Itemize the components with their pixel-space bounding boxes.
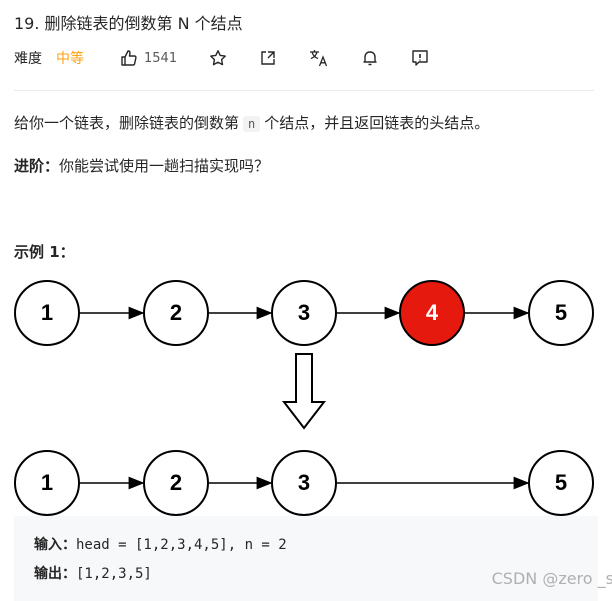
down-arrow-icon [281,353,327,430]
problem-toolbar: 难度 中等 1541 [14,44,598,72]
node-value: 4 [426,300,439,325]
like-count: 1541 [144,50,178,66]
description-text-after: 个结点，并且返回链表的头结点。 [264,114,490,132]
star-icon[interactable] [209,46,227,70]
node-value: 1 [41,470,53,495]
input-line: 输入：head = [1,2,3,4,5], n = 2 [34,534,287,554]
advance-label: 进阶： [14,157,60,175]
node-value: 2 [170,300,182,325]
bell-icon[interactable] [361,46,379,70]
node-value: 5 [555,470,567,495]
inline-code-n: n [243,116,261,132]
feedback-icon[interactable] [411,46,429,70]
bottom-list: 1 2 3 5 [14,450,594,516]
divider [14,90,594,91]
problem-title: 19. 删除链表的倒数第 N 个结点 [14,14,243,33]
node-value: 2 [170,470,182,495]
input-value: head = [1,2,3,4,5], n = 2 [76,537,287,553]
thumbs-up-icon [120,46,138,70]
node-value: 5 [555,300,567,325]
difficulty-label: 难度 [14,51,42,67]
output-line: 输出：[1,2,3,5] [34,563,152,583]
output-label: 输出： [34,566,76,582]
difficulty-value: 中等 [56,51,84,67]
list-node [528,450,594,516]
description-text-before: 给你一个链表，删除链表的倒数第 [14,114,240,132]
advance-note: 进阶：你能尝试使用一趟扫描实现吗？ [14,155,269,177]
list-node [528,280,594,346]
example-title: 示例 1： [14,243,75,261]
node-value: 3 [298,470,310,495]
linked-list-diagram: 1 2 3 4 5 1 2 3 5 [14,280,594,516]
node-value: 3 [298,300,310,325]
output-value: [1,2,3,5] [76,566,152,582]
like-button[interactable]: 1541 [120,46,177,70]
example-io-box: 输入：head = [1,2,3,4,5], n = 2 输出：[1,2,3,5… [14,516,598,601]
translate-icon[interactable] [309,46,329,70]
node-value: 1 [41,300,53,325]
watermark: CSDN @zero _s [491,569,612,588]
share-icon[interactable] [259,46,277,70]
advance-text: 你能尝试使用一趟扫描实现吗？ [59,157,270,175]
input-label: 输入： [34,537,76,553]
top-list: 1 2 3 4 5 [14,280,594,346]
